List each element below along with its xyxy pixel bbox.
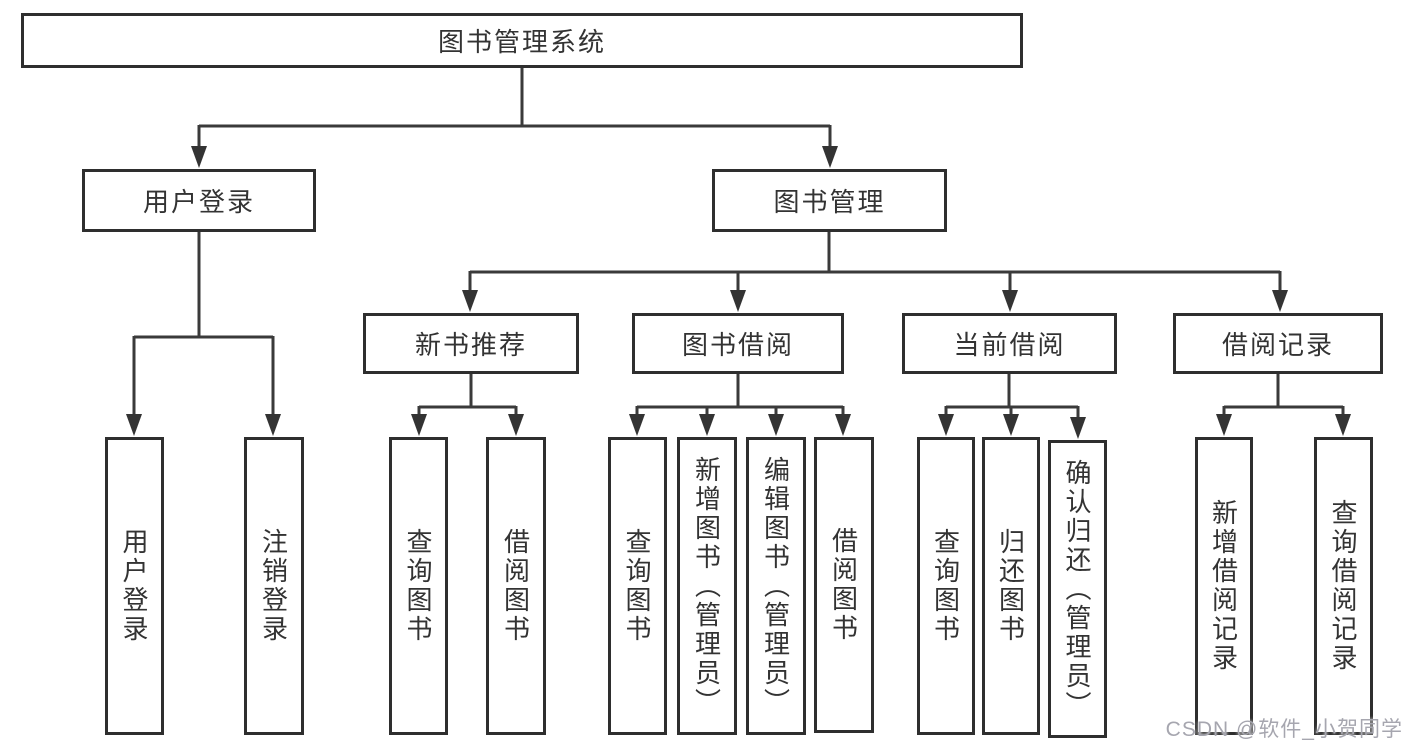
node-borrowing-records: 借阅记录 [1173,313,1383,374]
leaf-edit-books-admin: 编辑图书（管理员） [746,437,806,735]
node-library-management-system: 图书管理系统 [21,13,1023,68]
leaf-borrow-books-1: 借阅图书 [486,437,546,735]
node-user-login: 用户登录 [82,169,316,232]
arrowhead [508,414,524,436]
arrowhead [411,414,427,436]
arrowhead [126,414,142,436]
arrowhead [730,290,746,312]
leaf-add-borrow-record: 新增借阅记录 [1195,437,1253,735]
leaf-user-login: 用户登录 [105,437,164,735]
node-current-borrowing: 当前借阅 [902,313,1117,374]
arrowhead [768,414,784,436]
leaf-add-books-admin: 新增图书（管理员） [677,437,737,735]
leaf-query-books-2: 查询图书 [608,437,667,735]
leaf-query-books-3: 查询图书 [917,437,975,735]
node-book-management: 图书管理 [712,169,947,232]
arrowhead [1216,414,1232,436]
arrowhead [822,146,838,168]
arrowhead [1002,290,1018,312]
leaf-return-books: 归还图书 [982,437,1040,735]
leaf-confirm-return-admin: 确认归还（管理员） [1048,440,1107,738]
arrowhead [835,414,851,436]
leaf-borrow-books-2: 借阅图书 [814,437,874,733]
arrowhead [699,414,715,436]
arrowhead [191,146,207,168]
watermark: CSDN @软件_小贺同学 [1165,718,1403,741]
arrowhead [1335,414,1351,436]
arrowhead [1003,414,1019,436]
leaf-query-books-1: 查询图书 [389,437,448,735]
arrowhead [265,414,281,436]
node-book-borrowing: 图书借阅 [632,313,844,374]
arrowhead [1070,417,1086,439]
node-new-book-recommendation: 新书推荐 [363,313,579,374]
arrowhead [1272,290,1288,312]
arrowhead [462,290,478,312]
arrowhead [938,414,954,436]
arrowhead [629,414,645,436]
leaf-query-borrow-record: 查询借阅记录 [1314,437,1373,735]
leaf-logout: 注销登录 [244,437,304,735]
